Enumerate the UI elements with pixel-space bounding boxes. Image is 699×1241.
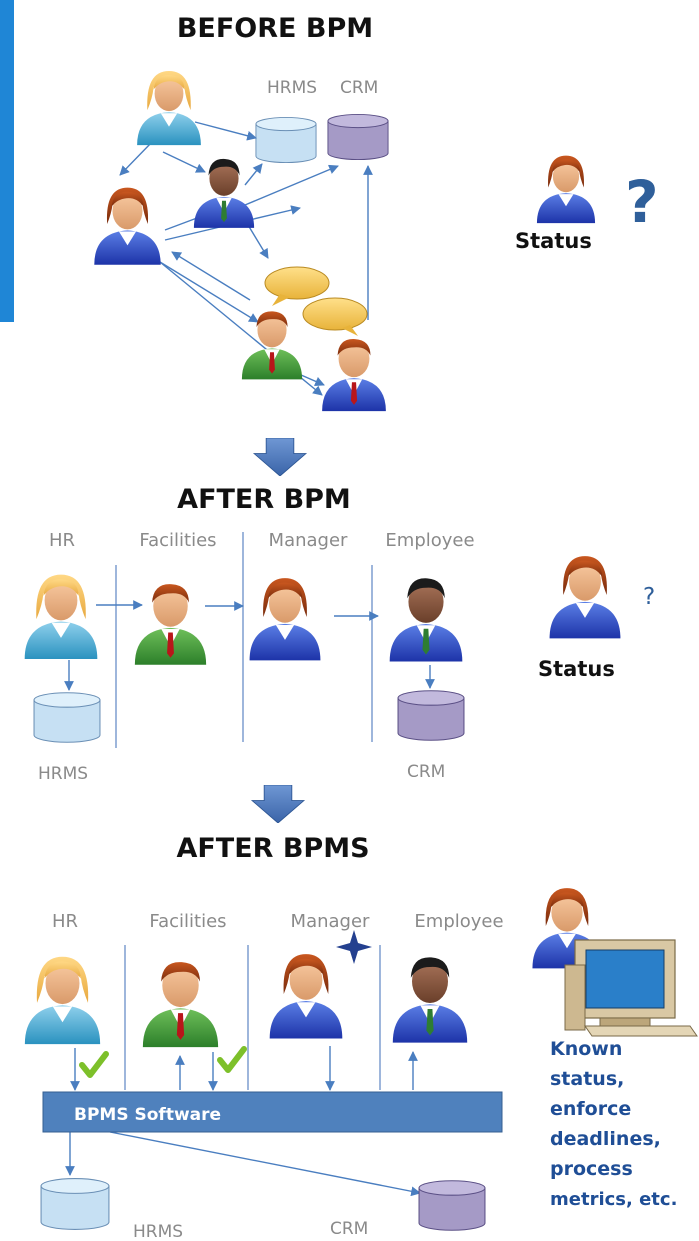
speech-bubble-icon	[264, 266, 368, 336]
sparkle-icon	[336, 930, 372, 964]
crm-database-icon	[418, 1180, 486, 1231]
status-person-icon	[549, 556, 621, 639]
before-status-label: Status	[515, 229, 592, 253]
hr-person-icon	[24, 956, 101, 1045]
after-bpm-status-label: Status	[538, 657, 615, 681]
before-hrms-label: HRMS	[267, 78, 317, 98]
manager-person-icon	[249, 578, 321, 661]
lane-label-employee: Employee	[414, 911, 503, 932]
manager-person-icon	[269, 954, 343, 1039]
lane-label-facilities: Facilities	[139, 530, 216, 551]
facilities-person-icon	[142, 962, 219, 1048]
benefit-line: enforce	[550, 1098, 631, 1120]
before-crm-label: CRM	[340, 78, 378, 98]
bpms-software-bar	[42, 1091, 503, 1133]
status-person-icon	[536, 155, 596, 224]
hrms-database-icon	[255, 116, 317, 164]
left-edge-bar	[0, 0, 14, 322]
checkmark-icon	[79, 1051, 109, 1078]
down-arrow-icon	[253, 438, 307, 476]
employee-person-icon	[392, 957, 468, 1043]
section-after-bpm: AFTER BPM HR Facilities Manager Employee…	[24, 484, 655, 823]
after-bpm-arrows	[64, 600, 435, 691]
benefit-line: deadlines,	[550, 1128, 661, 1150]
benefit-line: metrics, etc.	[550, 1189, 677, 1210]
colleague-person-icon	[322, 339, 386, 412]
after-bpms-crm-label: CRM	[330, 1219, 368, 1239]
after-bpms-arrows	[65, 1046, 421, 1197]
facilities-person-icon	[241, 311, 303, 380]
after-bpm-lane-dividers	[115, 532, 373, 748]
down-arrow-icon	[251, 785, 305, 823]
after-bpm-crm-label: CRM	[407, 762, 445, 782]
benefit-line: Known	[550, 1038, 622, 1060]
after-bpm-hrms-label: HRMS	[38, 764, 88, 784]
hr-woman-person-icon	[137, 71, 201, 146]
manager-woman-person-icon	[94, 187, 161, 265]
section-after-bpms: AFTER BPMS HR Facilities Manager Employe…	[24, 833, 698, 1241]
question-mark: ?	[643, 584, 655, 610]
hrms-database-icon	[40, 1177, 110, 1231]
after-bpm-title: AFTER BPM	[177, 484, 351, 515]
lane-label-manager: Manager	[291, 911, 370, 932]
lane-label-hr: HR	[52, 911, 78, 932]
crm-database-icon	[397, 690, 465, 741]
lane-label-facilities: Facilities	[149, 911, 226, 932]
after-bpms-hrms-label: HRMS	[133, 1222, 183, 1241]
checkmark-icon	[217, 1046, 247, 1073]
bpms-software-label: BPMS Software	[74, 1105, 221, 1125]
computer-icon	[532, 888, 698, 1037]
crm-database-icon	[327, 113, 389, 161]
before-title: BEFORE BPM	[177, 13, 373, 44]
question-mark: ?	[625, 168, 659, 236]
benefits-text: Known status, enforce deadlines, process…	[550, 1038, 677, 1210]
hrms-database-icon	[33, 692, 101, 743]
facilities-person-icon	[134, 584, 207, 665]
lane-label-manager: Manager	[269, 530, 348, 551]
employee-person-icon	[389, 578, 463, 662]
after-bpms-title: AFTER BPMS	[176, 833, 369, 864]
benefit-line: status,	[550, 1068, 624, 1090]
hr-person-icon	[24, 574, 98, 660]
benefit-line: process	[550, 1158, 633, 1180]
employee-person-icon	[193, 158, 255, 228]
lane-label-employee: Employee	[385, 530, 474, 551]
lane-label-hr: HR	[49, 530, 75, 551]
after-bpms-lane-dividers	[124, 945, 381, 1090]
section-before-bpm: BEFORE BPM HRMS CRM	[94, 13, 659, 476]
